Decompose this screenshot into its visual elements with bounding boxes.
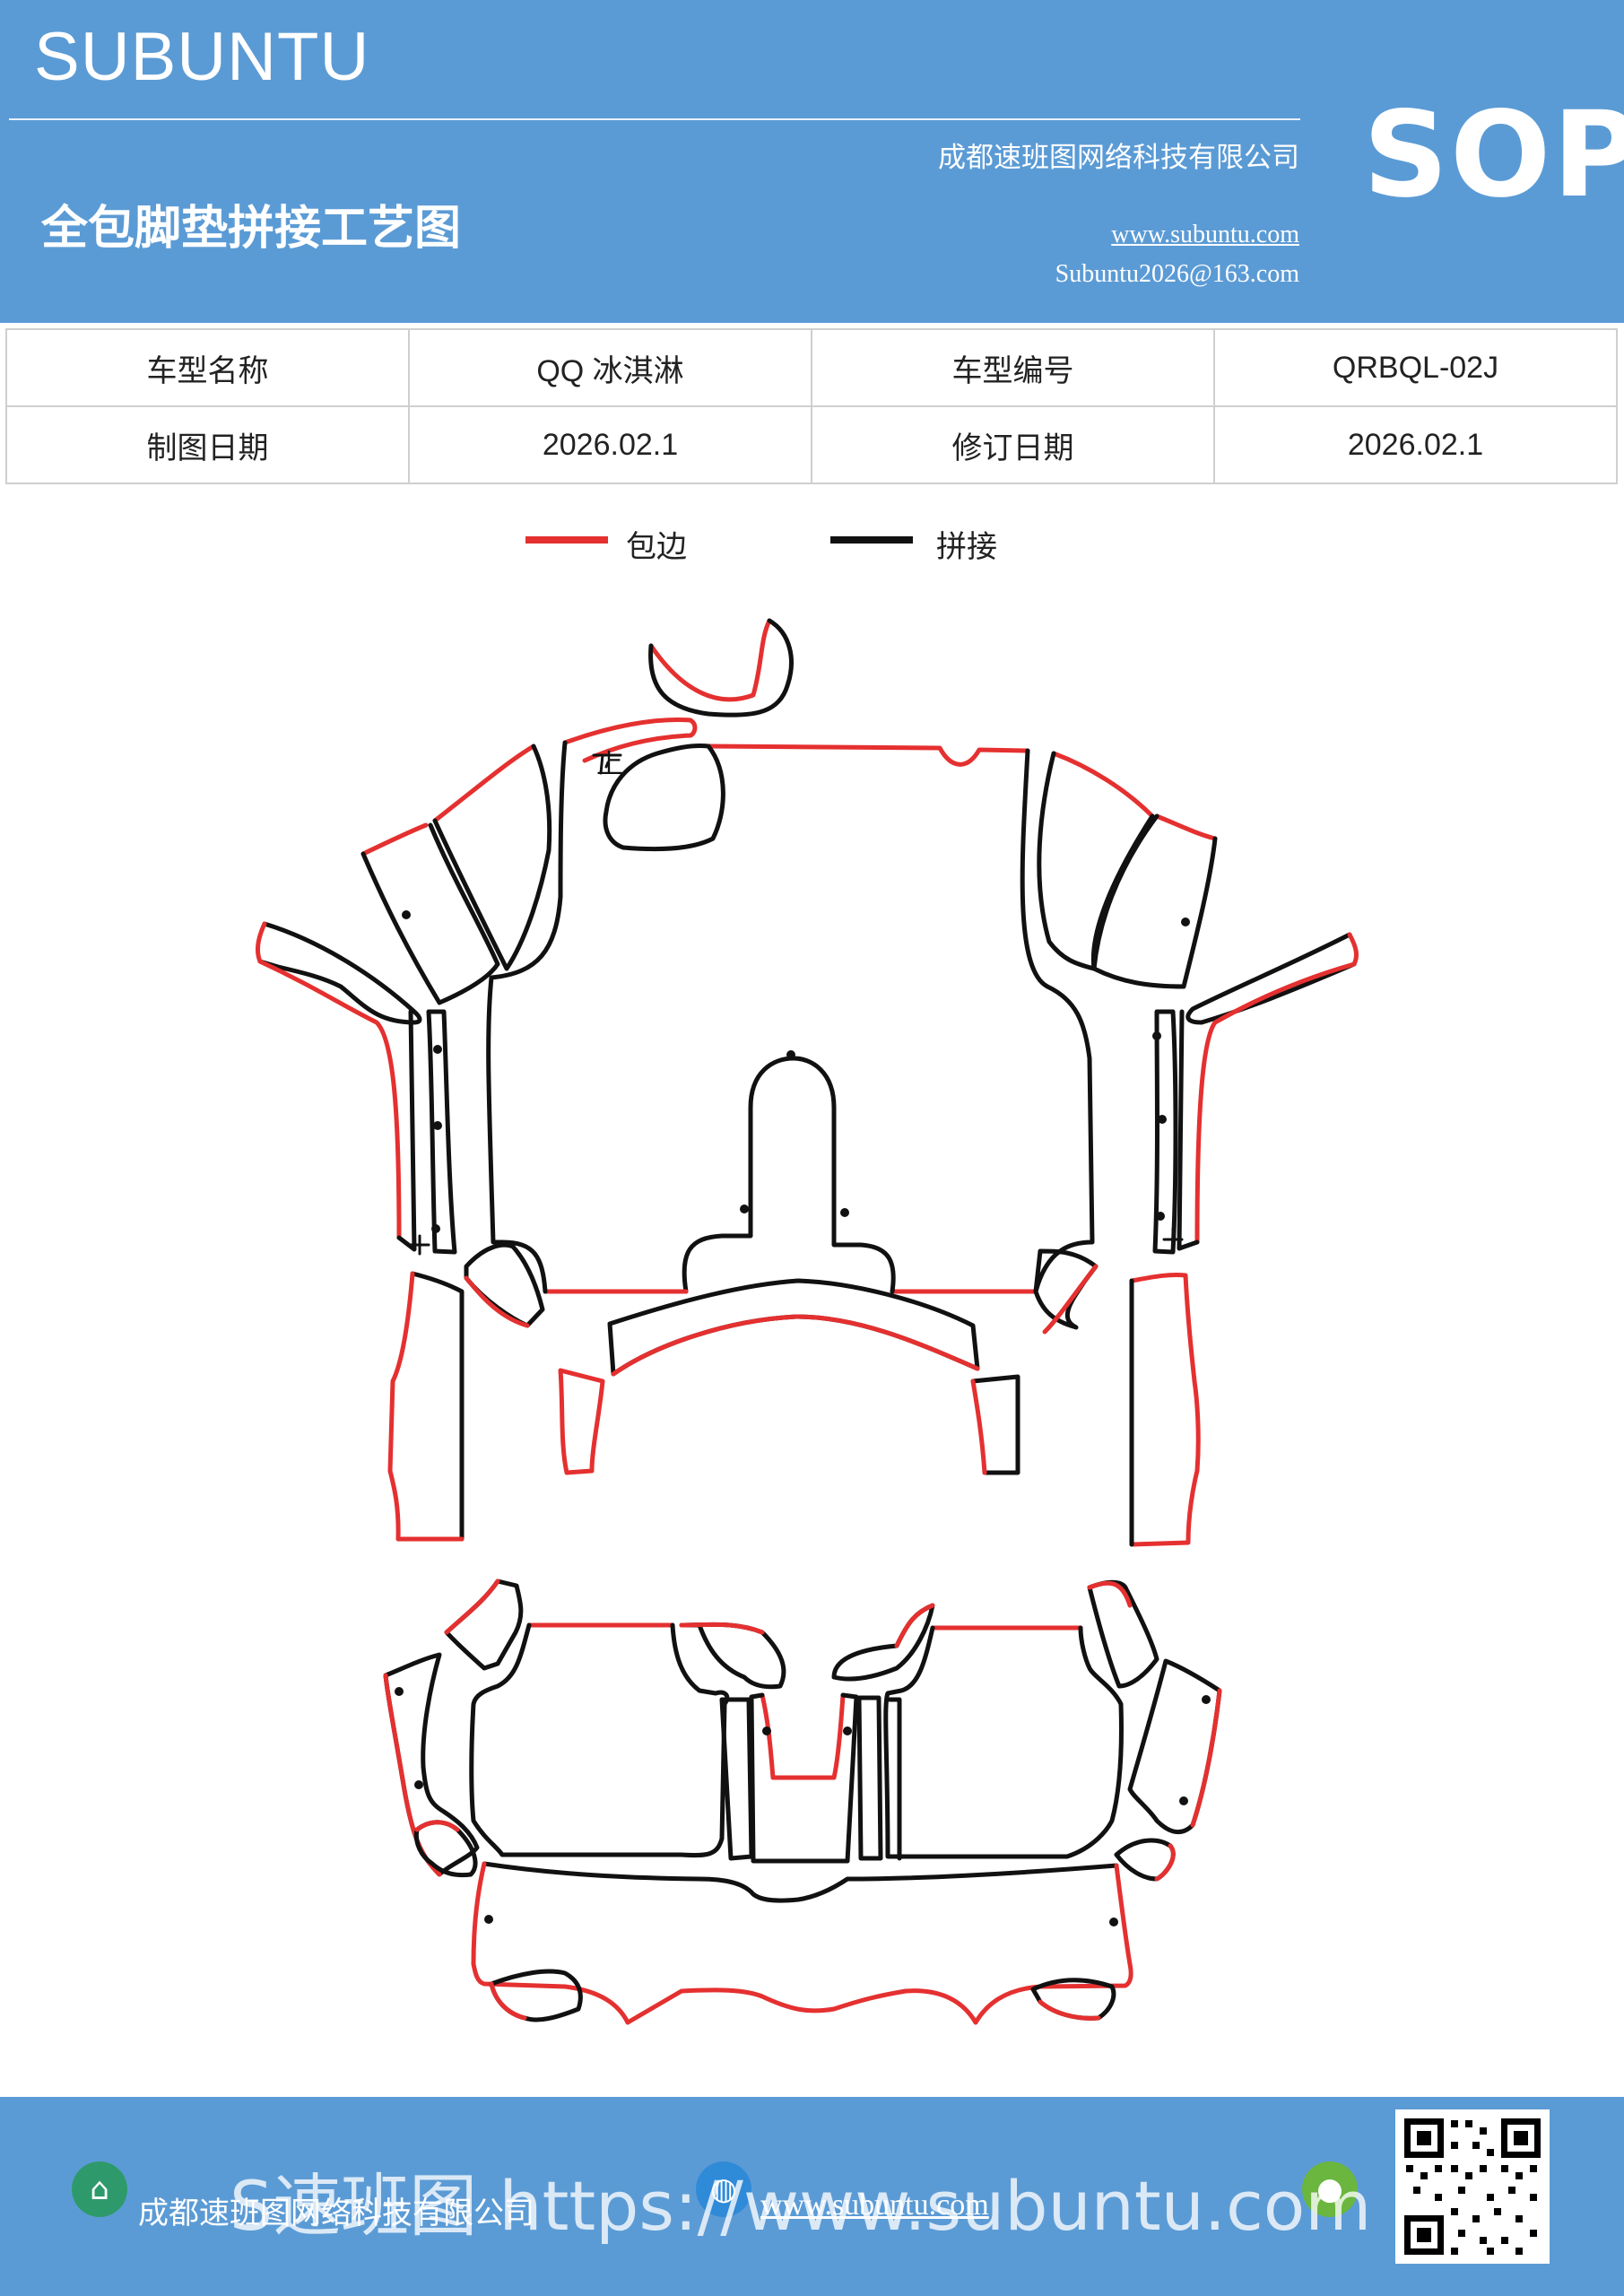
header-banner: SUBUNTU 全包脚垫拼接工艺图 成都速班图网络科技有限公司 www.subu…: [0, 0, 1624, 323]
globe-icon: ◍: [696, 2161, 751, 2217]
up-orientation-mark: 上: [596, 749, 623, 780]
footer-company: 成都速班图网络科技有限公司: [138, 2196, 534, 2231]
rear-mat-assembly: [383, 1578, 1222, 2025]
draw-date-value: 2026.02.1: [408, 405, 812, 484]
seam-legend-swatch: [830, 536, 913, 544]
dash-cap-piece: [648, 618, 794, 718]
table-row: 制图日期 2026.02.1 修订日期 2026.02.1: [5, 405, 1618, 484]
front-main-mat: [486, 718, 1095, 1294]
qr-code[interactable]: [1395, 2109, 1550, 2264]
building-icon: ⌂: [72, 2161, 127, 2217]
model-code-label: 车型编号: [811, 328, 1215, 407]
wechat-icon[interactable]: ●: [1302, 2161, 1358, 2217]
brand-name: SUBUNTU: [34, 19, 370, 95]
edge-legend-label: 包边: [626, 529, 687, 565]
header-divider: [9, 118, 1300, 120]
footer-watermark-overlay: S速班图 https://www.subuntu.com: [230, 2166, 1372, 2246]
left-front-side-pieces: [256, 744, 552, 1328]
sop-badge: SOP: [1363, 86, 1624, 224]
table-row: 车型名称 QQ 冰淇淋 车型编号 QRBQL-02J: [5, 328, 1618, 407]
draw-date-label: 制图日期: [5, 405, 410, 484]
model-name-value: QQ 冰淇淋: [408, 328, 812, 407]
footer-website-link[interactable]: www.subuntu.com: [760, 2188, 989, 2222]
email-address[interactable]: Subuntu2026@163.com: [1055, 260, 1299, 288]
revision-date-label: 修订日期: [811, 405, 1215, 484]
right-front-side-pieces: [1033, 751, 1359, 1335]
footer-banner: ⌂ 成都速班图网络科技有限公司 ◍ www.subuntu.com ● S速班图…: [0, 2097, 1624, 2296]
company-name: 成都速班图网络科技有限公司: [938, 142, 1299, 174]
website-link[interactable]: www.subuntu.com: [1111, 221, 1299, 248]
document-title: 全包脚垫拼接工艺图: [41, 201, 462, 256]
seam-legend-label: 拼接: [936, 529, 997, 565]
front-lower-pieces: [387, 1271, 1201, 1547]
model-code-value: QRBQL-02J: [1213, 328, 1618, 407]
vehicle-info-table: 车型名称 QQ 冰淇淋 车型编号 QRBQL-02J 制图日期 2026.02.…: [5, 328, 1618, 484]
revision-date-value: 2026.02.1: [1213, 405, 1618, 484]
edge-legend-swatch: [525, 536, 608, 544]
model-name-label: 车型名称: [5, 328, 410, 407]
legend: 包边 拼接: [0, 522, 1624, 576]
